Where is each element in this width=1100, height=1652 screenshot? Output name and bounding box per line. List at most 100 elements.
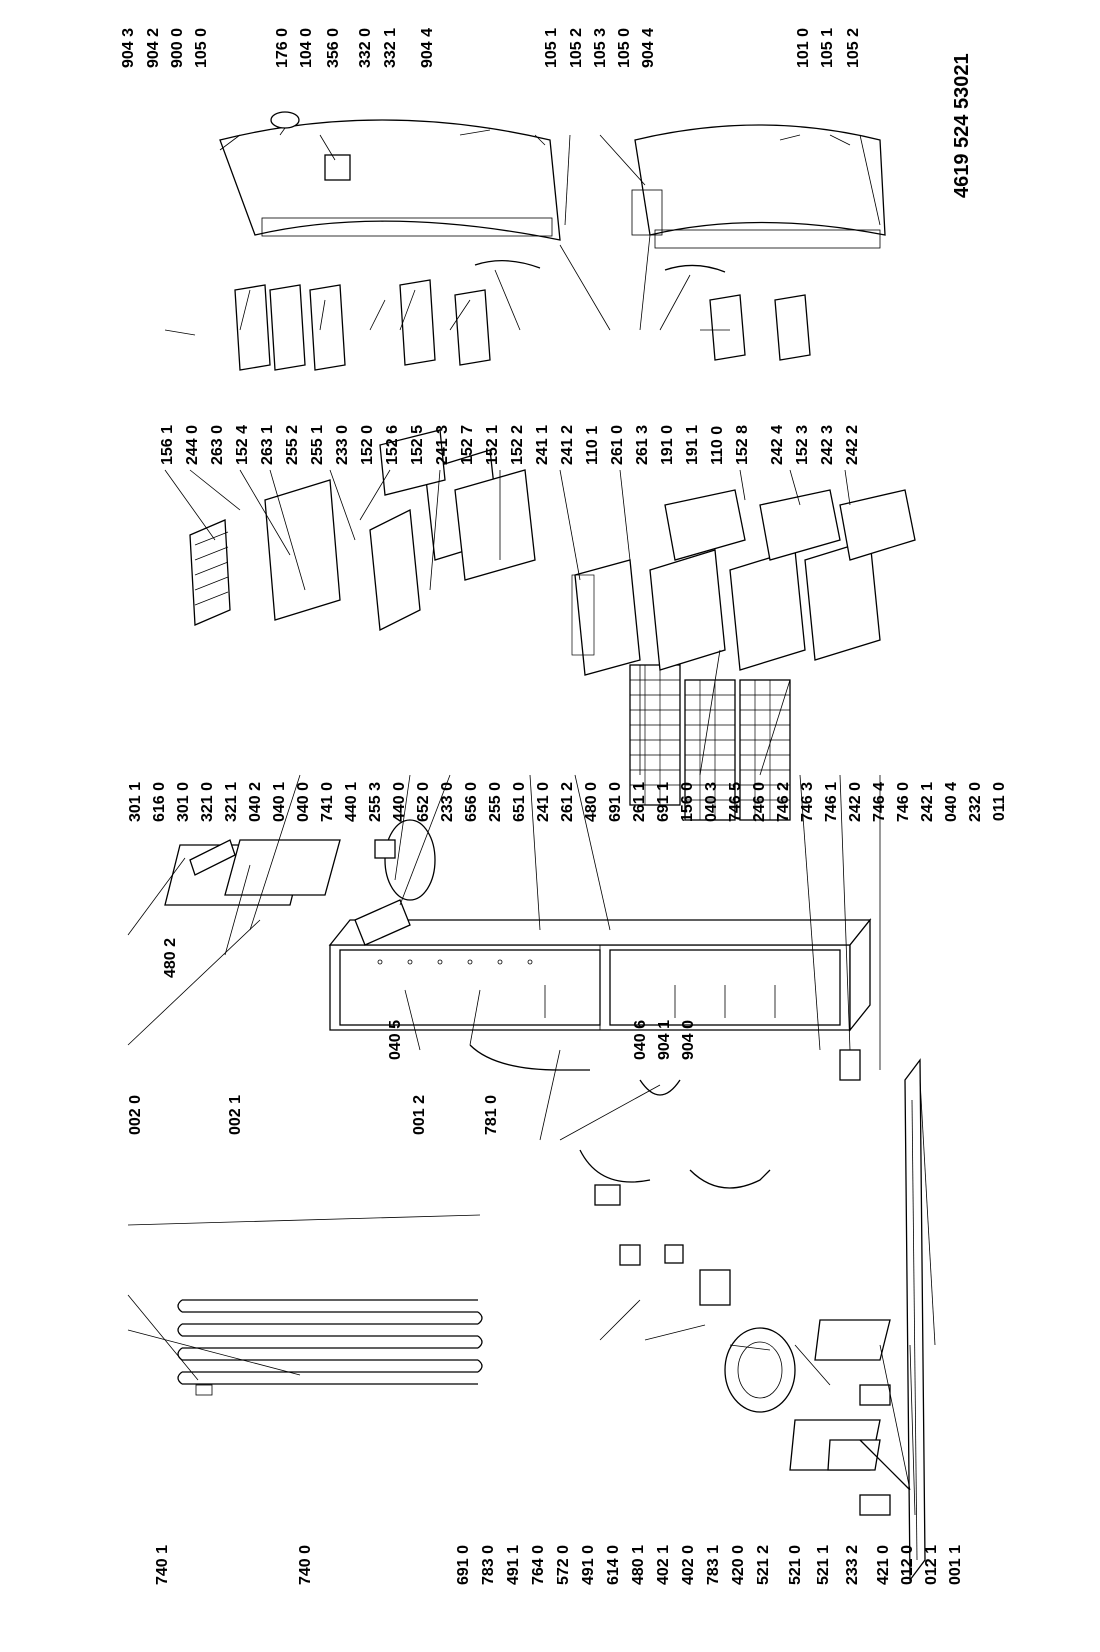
label-242-0: 242 0: [847, 782, 864, 822]
freezer-evaporator: [629, 664, 791, 821]
label-652-0: 652 0: [415, 782, 432, 822]
label-741-0: 741 0: [319, 782, 336, 822]
label-746-2: 746 2: [775, 782, 792, 822]
label-152-4: 152 4: [234, 425, 251, 465]
label-656-0: 656 0: [463, 782, 480, 822]
label-255-0: 255 0: [487, 782, 504, 822]
label-191-0: 191 0: [659, 425, 676, 465]
label-440-1: 440 1: [343, 782, 360, 822]
label-904-2: 904 2: [145, 28, 162, 68]
label-480-1: 480 1: [630, 1545, 647, 1585]
label-521-0: 521 0: [787, 1545, 804, 1585]
label-040-4: 040 4: [943, 782, 960, 822]
label-440-0: 440 0: [391, 782, 408, 822]
label-255-3: 255 3: [367, 782, 384, 822]
door-bins: [234, 279, 811, 371]
label-691-0: 691 0: [607, 782, 624, 822]
leader-lines: [127, 127, 936, 1516]
label-746-5: 746 5: [727, 782, 744, 822]
compressor-assembly: [724, 1049, 911, 1516]
label-263-1: 263 1: [259, 425, 276, 465]
label-105-2: 105 2: [568, 28, 585, 68]
label-232-0: 232 0: [967, 782, 984, 822]
label-261-1: 261 1: [631, 782, 648, 822]
top-covers: [164, 839, 341, 906]
label-241-1: 241 1: [534, 425, 551, 465]
label-255-2: 255 2: [284, 425, 301, 465]
label-105-2b: 105 2: [845, 28, 862, 68]
label-176-0: 176 0: [274, 28, 291, 68]
document-code: 4619 524 53021: [951, 53, 973, 198]
control-panel: [189, 819, 436, 946]
pipes: [469, 1044, 771, 1306]
label-152-1: 152 1: [484, 425, 501, 465]
label-402-1: 402 1: [655, 1545, 672, 1585]
label-002-1: 002 1: [227, 1095, 244, 1135]
label-904-4: 904 4: [419, 28, 436, 68]
label-616-0: 616 0: [151, 782, 168, 822]
label-332-1: 332 1: [382, 28, 399, 68]
label-242-1: 242 1: [919, 782, 936, 822]
label-904-4b: 904 4: [640, 28, 657, 68]
label-101-0: 101 0: [795, 28, 812, 68]
label-900-0: 900 0: [169, 28, 186, 68]
label-152-7: 152 7: [459, 425, 476, 465]
label-001-1: 001 1: [947, 1545, 964, 1585]
label-152-5: 152 5: [409, 425, 426, 465]
label-110-0: 110 0: [709, 426, 726, 465]
door-handles: [474, 260, 726, 273]
label-040-2: 040 2: [247, 782, 264, 822]
label-261-2: 261 2: [559, 782, 576, 822]
fridge-door: [219, 111, 561, 241]
label-480-0: 480 0: [583, 782, 600, 822]
label-572-0: 572 0: [555, 1545, 572, 1585]
label-233-0: 233 0: [334, 425, 351, 465]
label-904-3: 904 3: [120, 28, 137, 68]
label-104-0: 104 0: [298, 28, 315, 68]
label-241-0: 241 0: [535, 782, 552, 822]
label-764-0: 764 0: [530, 1545, 547, 1585]
label-402-0: 402 0: [680, 1545, 697, 1585]
label-321-0: 321 0: [199, 782, 216, 822]
label-152-0: 152 0: [359, 425, 376, 465]
label-002-0: 002 0: [127, 1095, 144, 1135]
label-241-3: 241 3: [434, 425, 451, 465]
label-746-1: 746 1: [823, 782, 840, 822]
label-783-0: 783 0: [480, 1545, 497, 1585]
label-152-8: 152 8: [734, 425, 751, 465]
label-255-1: 255 1: [309, 425, 326, 465]
label-420-0: 420 0: [730, 1545, 747, 1585]
label-156-1: 156 1: [159, 425, 176, 465]
label-740-0: 740 0: [297, 1545, 314, 1585]
label-191-1: 191 1: [684, 425, 701, 465]
label-040-3: 040 3: [703, 782, 720, 822]
label-261-3: 261 3: [634, 425, 651, 465]
label-233-0b: 233 0: [439, 782, 456, 822]
label-691-1: 691 1: [655, 782, 672, 822]
label-152-2: 152 2: [509, 425, 526, 465]
label-242-4: 242 4: [769, 425, 786, 465]
label-263-0: 263 0: [209, 425, 226, 465]
label-783-1: 783 1: [705, 1545, 722, 1585]
freezer-door: [631, 124, 886, 249]
label-011-0: 011 0: [991, 782, 1008, 821]
label-614-0: 614 0: [605, 1545, 622, 1585]
label-301-0: 301 0: [175, 782, 192, 822]
label-110-1: 110 1: [584, 426, 601, 465]
label-480-2: 480 2: [162, 938, 179, 978]
label-040-5: 040 5: [387, 1020, 404, 1060]
label-421-0: 421 0: [875, 1545, 892, 1585]
label-040-0: 040 0: [295, 782, 312, 822]
cabinet-body: [328, 918, 872, 1032]
label-105-3: 105 3: [592, 28, 609, 68]
condenser-coil: [177, 1299, 483, 1396]
label-740-1: 740 1: [154, 1545, 171, 1585]
label-261-0: 261 0: [609, 425, 626, 465]
label-040-6: 040 6: [632, 1020, 649, 1060]
label-321-1: 321 1: [223, 782, 240, 822]
label-246-0: 246 0: [751, 782, 768, 822]
label-746-0: 746 0: [895, 782, 912, 822]
label-040-1: 040 1: [271, 782, 288, 822]
label-105-1b: 105 1: [819, 28, 836, 68]
